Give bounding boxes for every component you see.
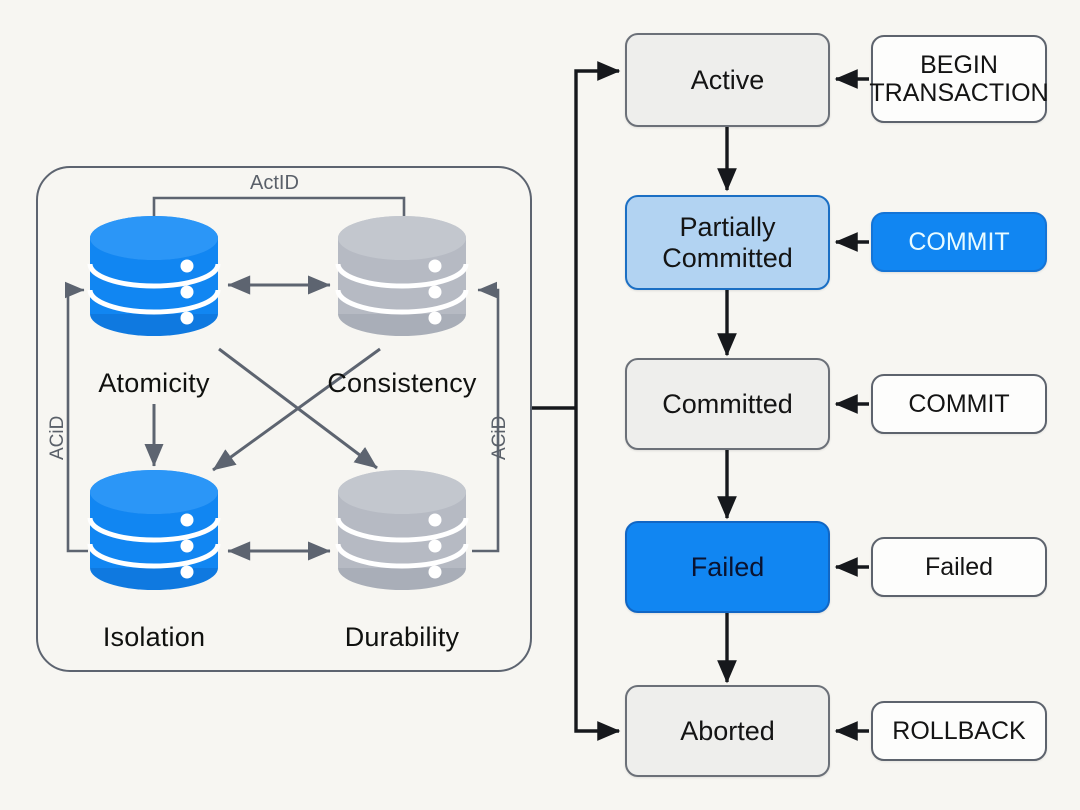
state-label-partially-committed-line2: Committed xyxy=(662,242,793,273)
command-label-failed: Failed xyxy=(924,553,994,581)
db-label-atomicity: Atomicity xyxy=(98,368,210,398)
command-node-commit-highlight[interactable]: COMMIT xyxy=(871,212,1047,272)
state-label-committed: Committed xyxy=(662,388,793,419)
command-node-commit[interactable]: COMMIT xyxy=(871,374,1047,434)
db-label-consistency: Consistency xyxy=(327,368,477,398)
command-node-begin-transaction[interactable]: BEGIN TRANSACTION xyxy=(869,35,1049,123)
db-label-isolation: Isolation xyxy=(102,622,206,652)
state-label-partially-committed: Partially Committed xyxy=(662,212,793,272)
acid-properties-panel xyxy=(36,166,532,672)
actid-label: ActID xyxy=(250,172,299,194)
command-label-commit-highlight: COMMIT xyxy=(908,228,1010,256)
command-node-failed[interactable]: Failed xyxy=(871,537,1047,597)
state-node-committed[interactable]: Committed xyxy=(625,358,830,450)
command-label-rollback: ROLLBACK xyxy=(892,717,1026,745)
acid-label-right: ACiD xyxy=(489,415,510,460)
acid-label-left: ACiD xyxy=(47,415,68,460)
state-label-failed: Failed xyxy=(690,551,765,582)
command-node-rollback[interactable]: ROLLBACK xyxy=(871,701,1047,761)
command-label-begin-transaction: BEGIN TRANSACTION xyxy=(869,51,1048,107)
state-node-aborted[interactable]: Aborted xyxy=(625,685,830,777)
state-label-aborted: Aborted xyxy=(680,715,775,746)
command-label-begin-transaction-line1: BEGIN xyxy=(920,51,998,79)
connector-panel-to-flowchart xyxy=(532,61,621,741)
command-label-commit: COMMIT xyxy=(908,390,1010,418)
state-node-failed[interactable]: Failed xyxy=(625,521,830,613)
db-label-durability: Durability xyxy=(344,622,460,652)
state-label-active: Active xyxy=(690,64,765,95)
state-label-partially-committed-line1: Partially xyxy=(679,212,776,243)
state-node-active[interactable]: Active xyxy=(625,33,830,127)
command-label-begin-transaction-line2: TRANSACTION xyxy=(869,79,1049,107)
state-node-partially-committed[interactable]: Partially Committed xyxy=(625,195,830,290)
